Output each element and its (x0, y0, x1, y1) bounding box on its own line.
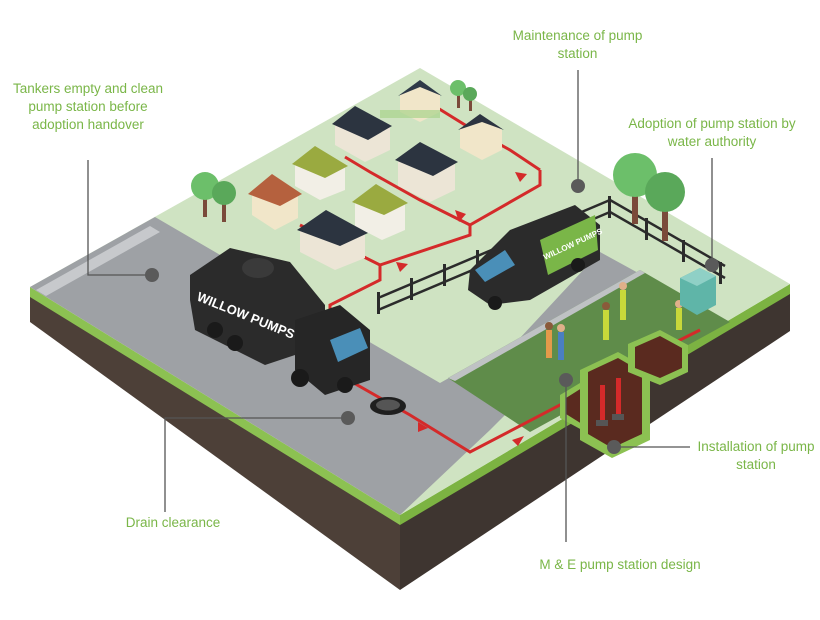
callout-dot-maintenance (571, 179, 585, 193)
callout-dots (145, 179, 719, 454)
pipe-arrows (396, 172, 527, 446)
callout-dot-drain (341, 411, 355, 425)
house-7 (352, 184, 408, 240)
house-3 (458, 114, 504, 160)
houses (248, 80, 504, 270)
house-5 (395, 142, 458, 202)
label-maintenance: Maintenance of pump station (512, 28, 643, 61)
grass-edge-left (30, 287, 400, 525)
control-kiosk (680, 268, 716, 315)
trees (191, 80, 685, 241)
soil-left-face (30, 293, 400, 590)
pavement (36, 226, 160, 296)
house-2 (332, 106, 392, 162)
tanker-truck: WILLOW PUMPS (190, 248, 370, 395)
workers (545, 282, 683, 360)
house-1 (380, 80, 442, 122)
callout-dot-adoption (705, 258, 719, 272)
house-4 (292, 146, 348, 200)
house-6 (248, 174, 302, 230)
callout-dot-me (559, 373, 573, 387)
label-installation: Installation of pump station (697, 439, 815, 472)
pump-station-pits (560, 330, 688, 458)
label-drain-clearance: Drain clearance (125, 515, 221, 530)
callout-lines (87, 70, 713, 542)
callout-dot-installation (607, 440, 621, 454)
drain-cover-inner (376, 399, 400, 411)
label-adoption: Adoption of pump station by water author… (628, 116, 796, 149)
house-8 (297, 210, 368, 270)
willow-van: WILLOW PUMPS (468, 205, 604, 310)
site-lawn (448, 270, 730, 432)
callout-dot-tankers (145, 268, 159, 282)
label-me-design: M & E pump station design (539, 557, 701, 572)
label-tankers: Tankers empty and clean pump station bef… (12, 81, 164, 132)
